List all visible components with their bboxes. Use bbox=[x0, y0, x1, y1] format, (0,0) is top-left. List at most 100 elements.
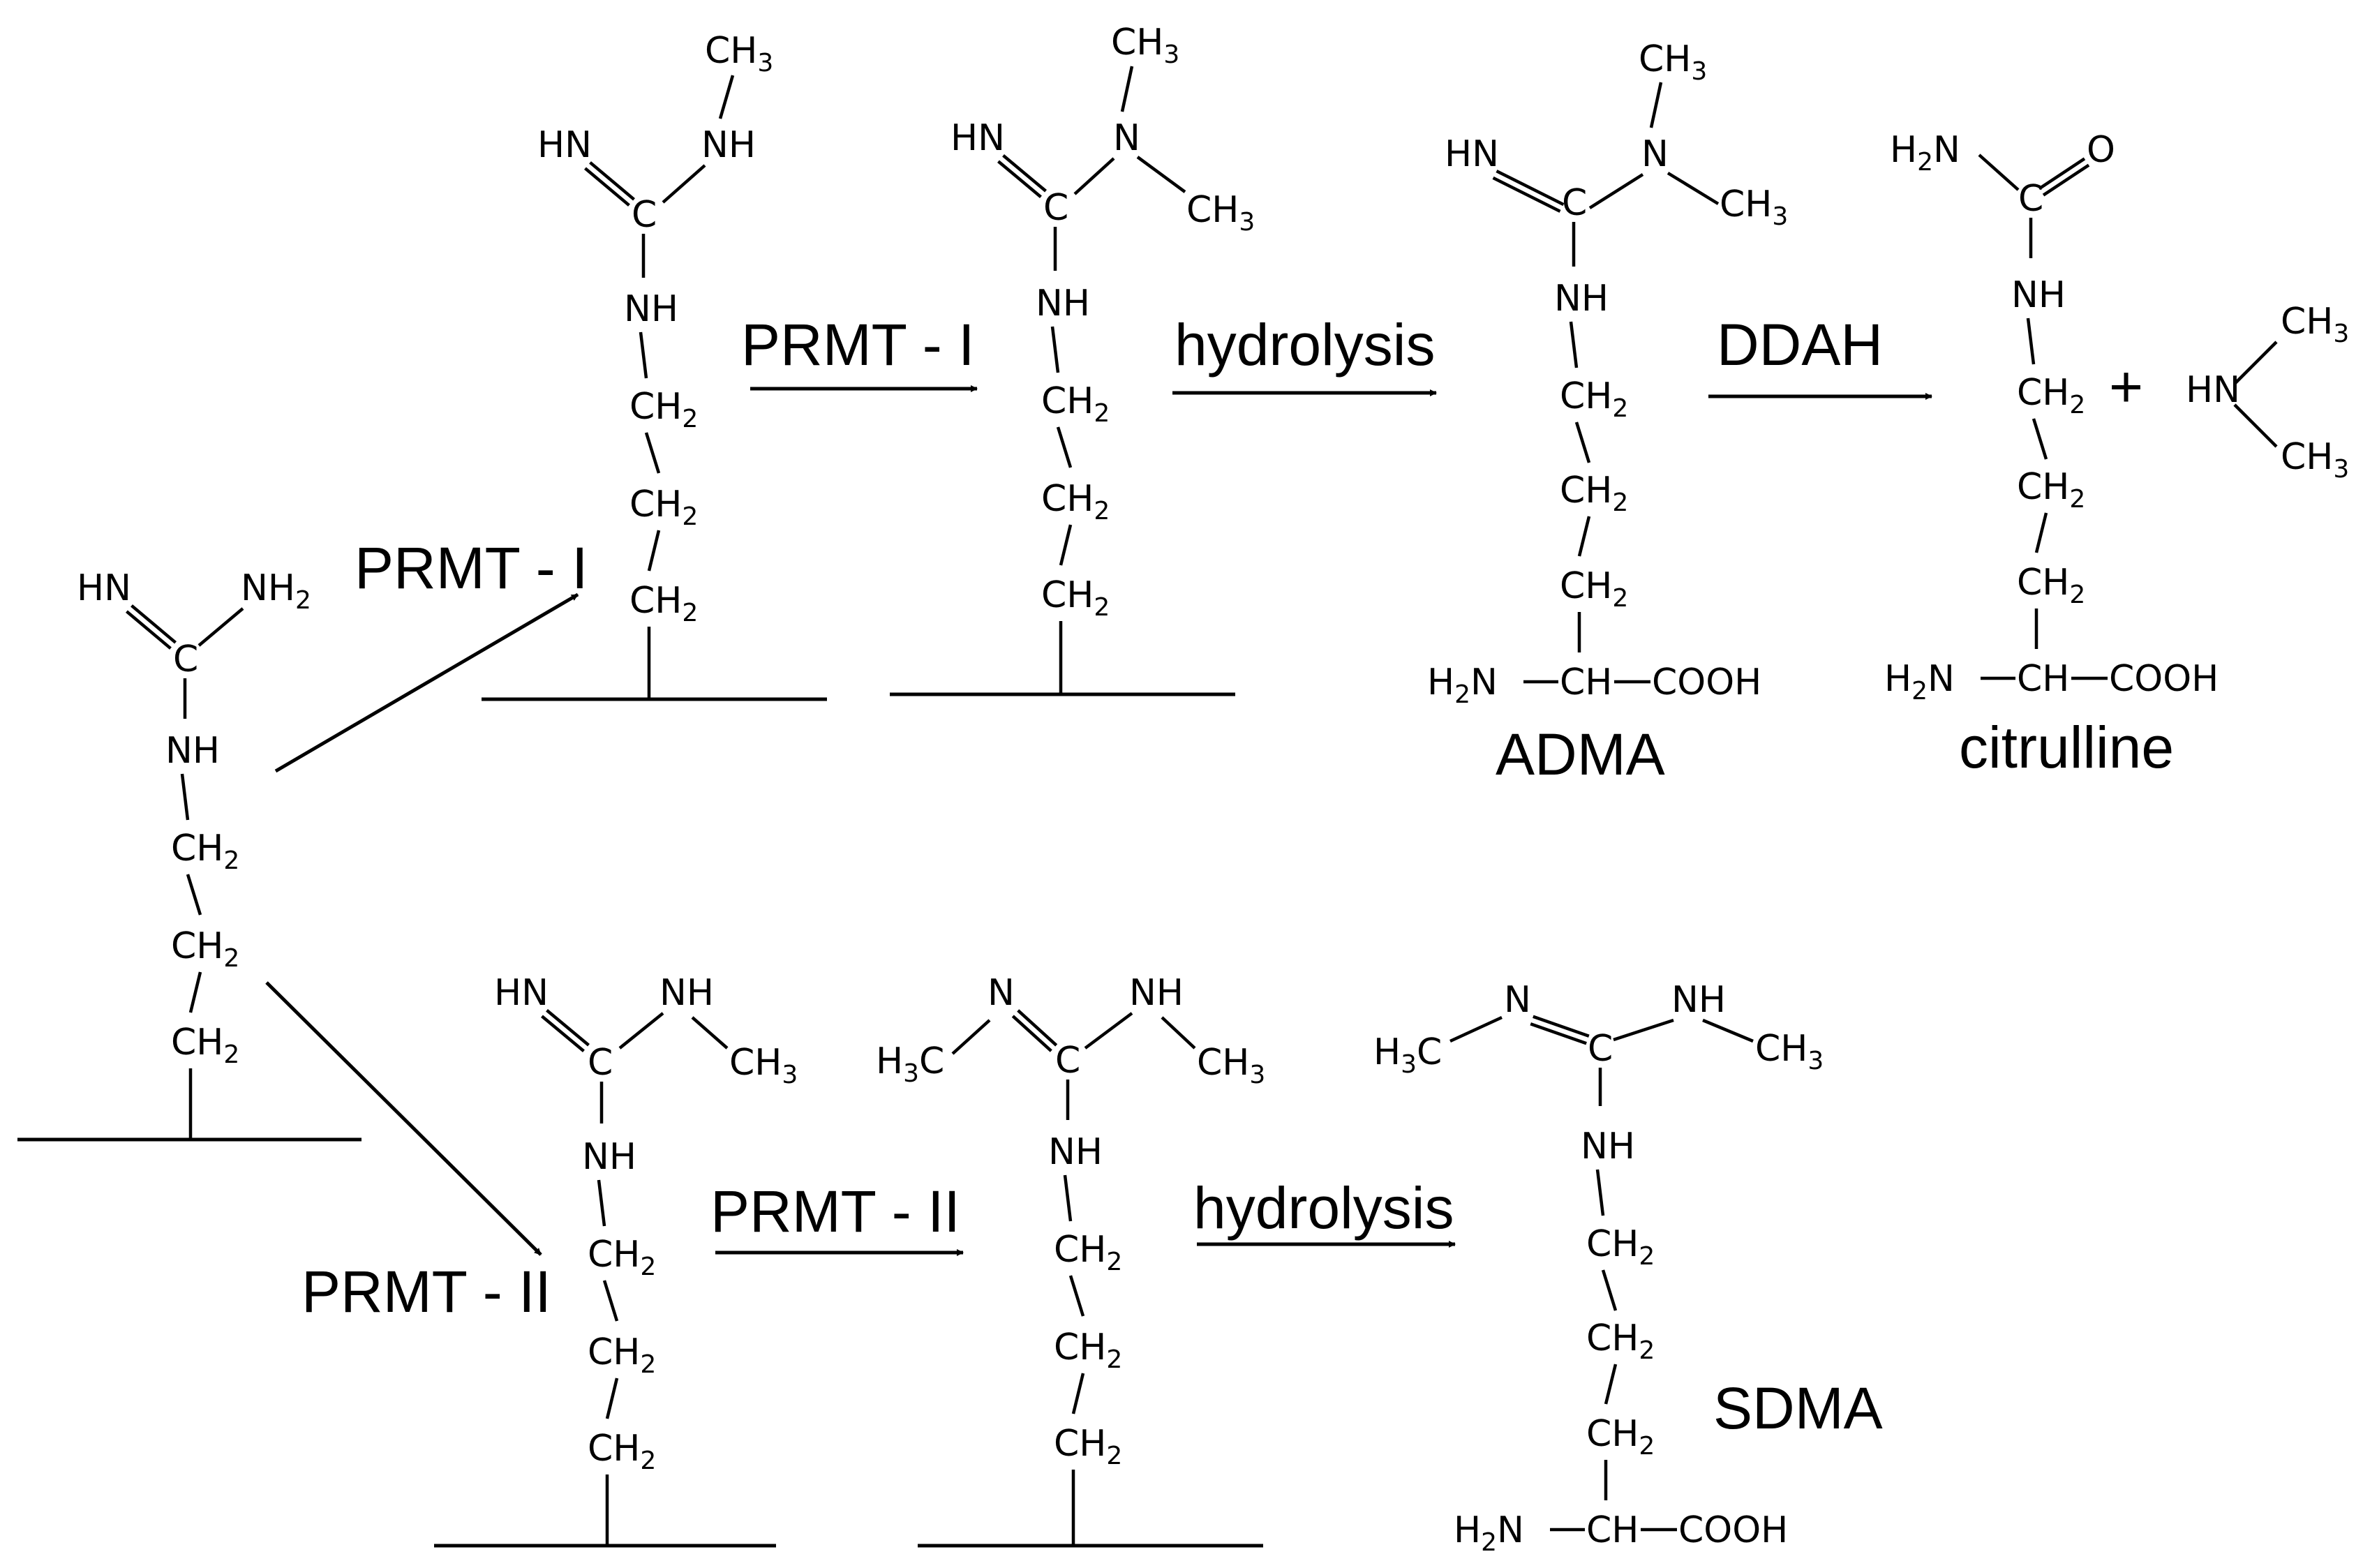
nh-label: NH bbox=[1129, 972, 1184, 1014]
bond bbox=[691, 1016, 729, 1050]
ch2-label: CH2 bbox=[1054, 1423, 1122, 1470]
nh-label: NH bbox=[1554, 278, 1609, 320]
bond bbox=[1649, 82, 1663, 128]
bond bbox=[1136, 156, 1186, 193]
nh-label: NH bbox=[165, 730, 220, 772]
name-adma: ADMA bbox=[1496, 722, 1665, 787]
ch2-label: CH2 bbox=[1586, 1317, 1655, 1365]
c-label: C bbox=[588, 1042, 613, 1084]
ch2-label: CH2 bbox=[1586, 1223, 1655, 1271]
nh-label: NH bbox=[701, 124, 756, 166]
double-bond bbox=[126, 610, 172, 650]
ch2-label: CH2 bbox=[2017, 372, 2085, 419]
hn-label: HN bbox=[77, 567, 131, 609]
ch3-label: CH3 bbox=[1197, 1042, 1265, 1089]
c-label: C bbox=[1055, 1040, 1080, 1082]
ch3-label: CH3 bbox=[1755, 1028, 1824, 1075]
nh2-label: NH2 bbox=[241, 567, 311, 615]
bond bbox=[605, 1377, 619, 1419]
nh-label: NH bbox=[1048, 1131, 1103, 1173]
c-label: C bbox=[1562, 182, 1587, 224]
c-label: C bbox=[2018, 178, 2043, 220]
bond bbox=[1120, 66, 1134, 112]
n-label: N bbox=[1113, 117, 1140, 159]
nh-label: NH bbox=[624, 288, 678, 330]
double-bond bbox=[1002, 154, 1047, 193]
cooh-label: COOH bbox=[1652, 662, 1761, 703]
bond bbox=[618, 1012, 664, 1050]
reaction-labels: PRMT - I PRMT - I hydrolysis DDAH PRMT -… bbox=[301, 312, 1883, 1324]
ch-label: CH bbox=[1560, 662, 1612, 703]
ch2-label: CH2 bbox=[588, 1428, 656, 1475]
h3c-label: H3C bbox=[876, 1040, 944, 1088]
ch3-label: CH3 bbox=[2281, 301, 2349, 348]
ch-label: CH bbox=[1586, 1509, 1639, 1551]
double-bond bbox=[1017, 1009, 1058, 1047]
bond bbox=[1449, 1015, 1503, 1043]
reaction-arrows bbox=[265, 385, 1932, 1256]
double-bond bbox=[131, 604, 177, 644]
hn-label: HN bbox=[951, 117, 1005, 159]
ch3-label: CH3 bbox=[1720, 184, 1788, 231]
ch2-label: CH2 bbox=[1054, 1229, 1122, 1276]
ch2-label: CH2 bbox=[1560, 375, 1628, 423]
bond bbox=[1056, 426, 1073, 468]
bond bbox=[2026, 318, 2036, 365]
double-bond bbox=[2038, 157, 2086, 191]
nh-label: NH bbox=[1581, 1126, 1635, 1167]
bond bbox=[1604, 1364, 1618, 1405]
ch2-label: CH2 bbox=[1041, 478, 1110, 525]
ch2-label: CH2 bbox=[588, 1234, 656, 1281]
bond bbox=[1588, 173, 1644, 209]
bond bbox=[2032, 418, 2048, 460]
bond bbox=[1071, 1373, 1085, 1414]
ch2-label: CH2 bbox=[1054, 1327, 1122, 1374]
bond bbox=[1601, 1269, 1618, 1311]
ch3-label: CH3 bbox=[1186, 189, 1255, 237]
ch2-label: CH2 bbox=[1041, 380, 1110, 428]
plus-sign: + bbox=[2109, 354, 2143, 419]
bond bbox=[186, 874, 202, 916]
ch3-label: CH3 bbox=[1639, 38, 1707, 86]
name-citrulline: citrulline bbox=[1959, 715, 2174, 780]
ch2-label: CH2 bbox=[1041, 574, 1110, 622]
double-bond bbox=[541, 1015, 585, 1052]
ch3-label: CH3 bbox=[2281, 436, 2349, 484]
nh-label: NH bbox=[2011, 274, 2066, 316]
nh-label: NH bbox=[1036, 283, 1090, 324]
bond bbox=[197, 607, 244, 647]
label-ddah: DDAH bbox=[1717, 312, 1883, 378]
double-bond bbox=[1533, 1015, 1590, 1038]
ch2-label: CH2 bbox=[171, 925, 239, 973]
bond bbox=[639, 331, 648, 379]
n-label: N bbox=[987, 972, 1015, 1014]
double-bond bbox=[589, 161, 635, 201]
ch2-label: CH2 bbox=[629, 484, 698, 531]
cooh-label: COOH bbox=[2109, 658, 2219, 700]
bond bbox=[1059, 524, 1073, 566]
double-bond bbox=[584, 167, 630, 207]
double-bond bbox=[997, 160, 1042, 198]
arrow-to-mma-type1 bbox=[274, 592, 579, 773]
bond bbox=[1050, 326, 1060, 373]
bond bbox=[2233, 341, 2278, 385]
bond bbox=[1613, 1018, 1674, 1042]
nh-label: NH bbox=[659, 972, 714, 1014]
c-label: C bbox=[1588, 1028, 1613, 1070]
ch2-label: CH2 bbox=[2017, 466, 2085, 514]
ch2-label: CH2 bbox=[171, 828, 239, 875]
label-prmt1-first: PRMT - I bbox=[355, 535, 588, 601]
bond bbox=[1063, 1174, 1073, 1222]
h2n-label: H2N bbox=[1890, 129, 1960, 177]
double-bond bbox=[1496, 170, 1565, 207]
bond bbox=[602, 1280, 619, 1322]
ch2-label: CH2 bbox=[629, 580, 698, 627]
bond bbox=[180, 773, 190, 821]
